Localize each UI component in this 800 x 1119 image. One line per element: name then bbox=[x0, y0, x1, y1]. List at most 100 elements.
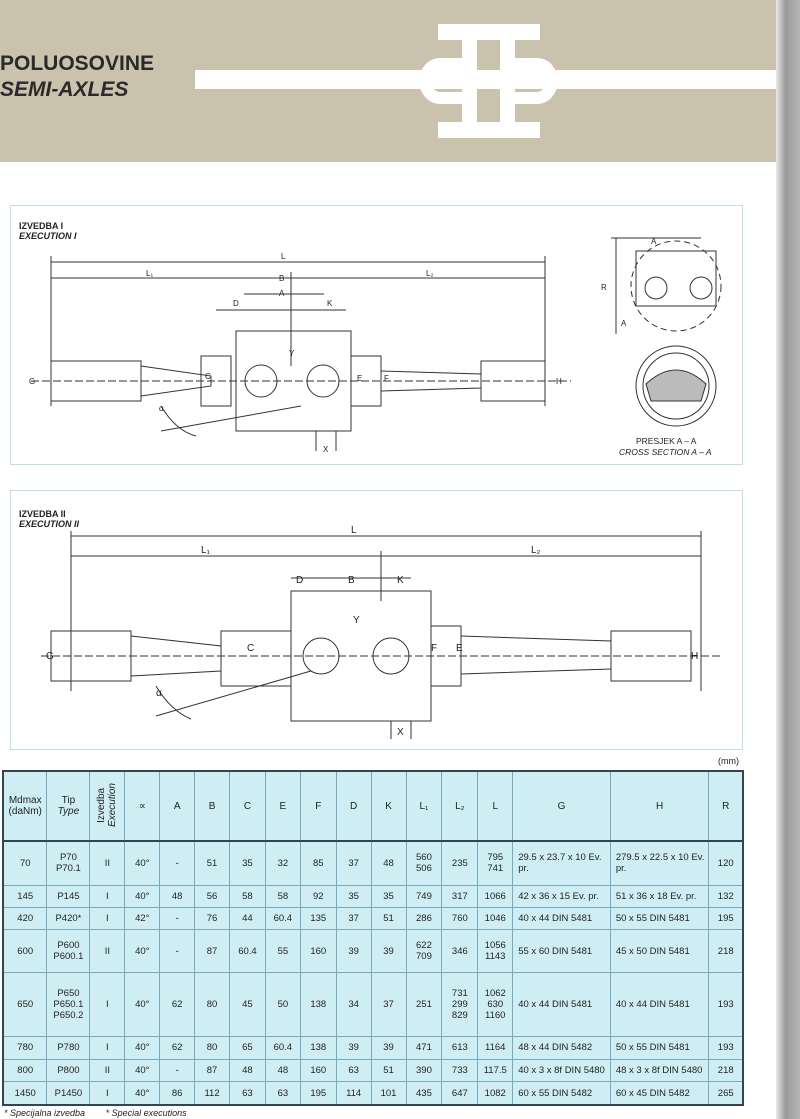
cell-k: 51 bbox=[370, 1058, 407, 1083]
cell-k: 48 bbox=[370, 840, 407, 886]
cell-c: 60.4 bbox=[228, 929, 266, 974]
cell-mdmax: 650 bbox=[2, 972, 48, 1038]
cell-h: 50 x 55 DIN 5481 bbox=[609, 1036, 710, 1060]
cell-b: 112 bbox=[194, 1081, 230, 1106]
col-L1: L₁ bbox=[405, 770, 443, 842]
cell-izv: II bbox=[89, 840, 126, 886]
cell-g: 48 x 44 DIN 5482 bbox=[512, 1036, 611, 1060]
cell-l: 1056 1143 bbox=[477, 929, 514, 974]
cell-g: 40 x 44 DIN 5481 bbox=[512, 972, 611, 1038]
cell-r: 193 bbox=[708, 972, 744, 1038]
cell-k: 39 bbox=[370, 929, 407, 974]
dim-Y: Y bbox=[353, 615, 360, 626]
cell-alpha: 40° bbox=[124, 1036, 161, 1060]
cell-l1: 749 bbox=[405, 884, 443, 908]
cell-r: 218 bbox=[708, 929, 744, 974]
cell-l2: 613 bbox=[441, 1036, 479, 1060]
dim-C: C bbox=[247, 643, 254, 654]
cell-alpha: 42° bbox=[124, 906, 161, 931]
execution-2-drawing: L L₁ L₂ B D K G C Y E F H X α bbox=[41, 525, 721, 739]
cell-l: 1062 630 1160 bbox=[477, 972, 514, 1038]
cell-mdmax: 780 bbox=[2, 1036, 48, 1060]
dim-E: E bbox=[357, 374, 362, 383]
cell-a: 86 bbox=[159, 1081, 196, 1106]
cell-l2: 760 bbox=[441, 906, 479, 931]
cell-c: 63 bbox=[228, 1081, 266, 1106]
section-mark-A-top: A bbox=[651, 237, 657, 246]
cell-h: 40 x 44 DIN 5481 bbox=[609, 972, 710, 1038]
cell-mdmax: 70 bbox=[2, 840, 48, 886]
dim-X: X bbox=[397, 727, 404, 738]
dim-F: F bbox=[431, 643, 437, 654]
dim-D: D bbox=[296, 575, 303, 586]
cell-h: 60 x 45 DIN 5482 bbox=[609, 1081, 710, 1106]
cell-g: 42 x 36 x 15 Ev. pr. bbox=[512, 884, 611, 908]
cell-mdmax: 800 bbox=[2, 1058, 48, 1083]
cell-k: 37 bbox=[370, 972, 407, 1038]
cell-f: 135 bbox=[299, 906, 337, 931]
cell-e: 55 bbox=[264, 929, 301, 974]
cell-e: 48 bbox=[264, 1058, 301, 1083]
footnote-en: * Special executions bbox=[105, 1108, 187, 1118]
dim-L1: L₁ bbox=[146, 269, 153, 278]
cell-tip: P650 P650.1 P650.2 bbox=[46, 972, 91, 1038]
cell-a: 48 bbox=[159, 884, 196, 908]
col-B: B bbox=[194, 770, 230, 842]
cell-b: 80 bbox=[194, 1036, 230, 1060]
cell-d: 34 bbox=[335, 972, 372, 1038]
cell-l1: 622 709 bbox=[405, 929, 443, 974]
dim-Y: Y bbox=[289, 349, 295, 358]
cell-e: 60.4 bbox=[264, 1036, 301, 1060]
cell-e: 63 bbox=[264, 1081, 301, 1106]
cell-l1: 251 bbox=[405, 972, 443, 1038]
cell-g: 40 x 3 x 8f DIN 5480 bbox=[512, 1058, 611, 1083]
cell-tip: P800 bbox=[46, 1058, 91, 1083]
cell-mdmax: 420 bbox=[2, 906, 48, 931]
cell-e: 60.4 bbox=[264, 906, 301, 931]
cell-r: 132 bbox=[708, 884, 744, 908]
cell-r: 218 bbox=[708, 1058, 744, 1083]
dim-alpha: α bbox=[156, 688, 162, 699]
cell-e: 32 bbox=[264, 840, 301, 886]
dim-G: G bbox=[29, 377, 35, 386]
cell-a: - bbox=[159, 929, 196, 974]
page-title: POLUOSOVINE bbox=[0, 52, 155, 75]
cell-tip: P1450 bbox=[46, 1081, 91, 1106]
cell-c: 45 bbox=[228, 972, 266, 1038]
cell-alpha: 40° bbox=[124, 1081, 161, 1106]
col-mdmax: Mdmax (daNm) bbox=[2, 770, 48, 842]
cell-b: 87 bbox=[194, 1058, 230, 1083]
col-L: L bbox=[477, 770, 514, 842]
cell-b: 87 bbox=[194, 929, 230, 974]
cell-izv: II bbox=[89, 929, 126, 974]
cell-tip: P70 P70.1 bbox=[46, 840, 91, 886]
cell-l: 1046 bbox=[477, 906, 514, 931]
cell-d: 39 bbox=[335, 1036, 372, 1060]
cell-f: 92 bbox=[299, 884, 337, 908]
cell-izv: I bbox=[89, 1081, 126, 1106]
cell-izv: I bbox=[89, 1036, 126, 1060]
cell-d: 39 bbox=[335, 929, 372, 974]
cell-l2: 235 bbox=[441, 840, 479, 886]
cell-g: 55 x 60 DIN 5481 bbox=[512, 929, 611, 974]
cell-mdmax: 600 bbox=[2, 929, 48, 974]
cell-b: 51 bbox=[194, 840, 230, 886]
cell-f: 85 bbox=[299, 840, 337, 886]
cell-f: 160 bbox=[299, 929, 337, 974]
dim-X: X bbox=[323, 445, 329, 454]
cell-h: 279.5 x 22.5 x 10 Ev. pr. bbox=[609, 840, 710, 886]
cell-e: 50 bbox=[264, 972, 301, 1038]
dim-alpha: α bbox=[159, 404, 164, 413]
cell-l: 1066 bbox=[477, 884, 514, 908]
cell-a: 62 bbox=[159, 972, 196, 1038]
cell-f: 138 bbox=[299, 972, 337, 1038]
cell-tip: P780 bbox=[46, 1036, 91, 1060]
cell-l1: 435 bbox=[405, 1081, 443, 1106]
col-R: R bbox=[708, 770, 744, 842]
